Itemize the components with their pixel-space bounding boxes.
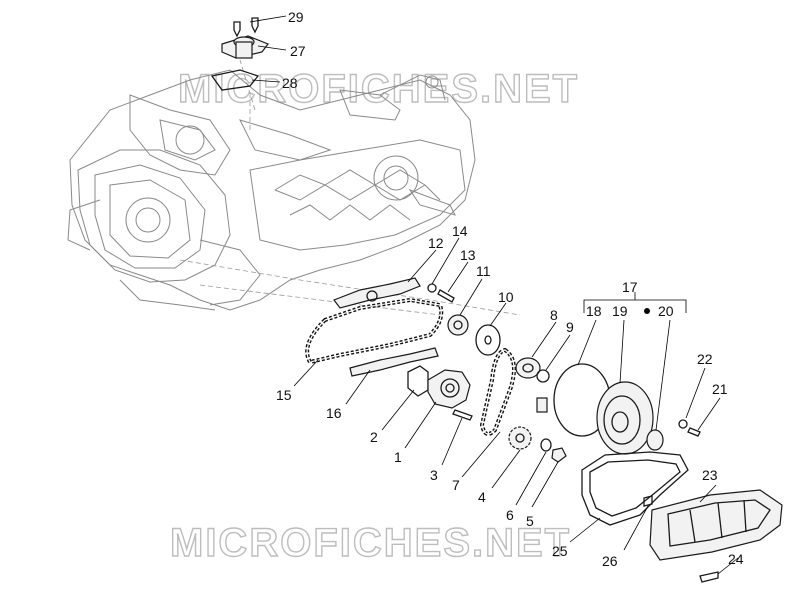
guide-pivot bbox=[366, 290, 378, 302]
part-number-27: 27 bbox=[290, 43, 306, 59]
part-number-8: 8 bbox=[550, 307, 558, 323]
part-number-7: 7 bbox=[452, 477, 460, 493]
watermark-bottom: MICROFICHES.NET bbox=[170, 521, 571, 565]
o-ring-9 bbox=[536, 369, 550, 383]
part-number-15: 15 bbox=[276, 387, 292, 403]
small-spacer bbox=[536, 397, 548, 413]
part-number-20: 20 bbox=[658, 303, 674, 319]
part-number-19: 19 bbox=[612, 303, 628, 319]
part-number-23: 23 bbox=[702, 467, 718, 483]
chain-guide-16 bbox=[349, 347, 439, 377]
part-number-labels: 29 27 28 12 14 13 11 10 8 9 17 18 19 20 … bbox=[276, 9, 744, 569]
part-number-10: 10 bbox=[498, 289, 514, 305]
washer-22 bbox=[678, 419, 688, 429]
part-number-26: 26 bbox=[602, 553, 618, 569]
part-number-9: 9 bbox=[566, 319, 574, 335]
part-number-12: 12 bbox=[428, 235, 444, 251]
marker-dot-19 bbox=[644, 308, 650, 314]
part-number-16: 16 bbox=[326, 405, 342, 421]
group-bracket-17 bbox=[583, 292, 687, 313]
part-number-25: 25 bbox=[552, 543, 568, 559]
engine-block-drawing bbox=[67, 59, 521, 316]
part-number-2: 2 bbox=[370, 429, 378, 445]
part-number-4: 4 bbox=[478, 489, 486, 505]
part-number-29: 29 bbox=[288, 9, 304, 25]
part-number-1: 1 bbox=[394, 449, 402, 465]
part-number-13: 13 bbox=[460, 247, 476, 263]
chain-guide-12 bbox=[333, 277, 421, 309]
leader-lines bbox=[249, 15, 739, 575]
part-number-6: 6 bbox=[506, 507, 514, 523]
gear-8 bbox=[515, 357, 541, 379]
screw-24 bbox=[699, 571, 719, 583]
seal-20 bbox=[646, 429, 664, 451]
part-number-17: 17 bbox=[622, 279, 638, 295]
part-number-14: 14 bbox=[452, 223, 468, 239]
part-number-22: 22 bbox=[697, 351, 713, 367]
pump-chain-7 bbox=[479, 347, 516, 436]
chain-15 bbox=[305, 297, 444, 365]
gasket-2 bbox=[407, 365, 429, 397]
gasket-25-inner bbox=[589, 459, 681, 517]
nut-5 bbox=[551, 447, 567, 463]
tensioner-cap-27 bbox=[221, 35, 269, 59]
part-number-3: 3 bbox=[430, 467, 438, 483]
part-number-18: 18 bbox=[586, 303, 602, 319]
part-number-11: 11 bbox=[476, 263, 491, 279]
screw-21 bbox=[687, 427, 701, 437]
part-number-28: 28 bbox=[282, 75, 298, 91]
sprocket-11 bbox=[447, 314, 469, 336]
oil-pump-1 bbox=[427, 369, 471, 409]
gasket-28 bbox=[210, 69, 260, 91]
sump-cover-23 bbox=[649, 489, 783, 561]
bolt-13 bbox=[437, 289, 455, 303]
bolt-3 bbox=[452, 409, 473, 421]
gasket-25 bbox=[581, 451, 689, 526]
part-number-21: 21 bbox=[712, 381, 728, 397]
washer-6 bbox=[540, 438, 552, 452]
sprocket-4 bbox=[508, 426, 532, 450]
plate-10 bbox=[475, 324, 501, 356]
screw-29 bbox=[233, 17, 259, 38]
watermark-top: MICROFICHES.NET bbox=[178, 67, 579, 111]
washer-14 bbox=[427, 283, 437, 293]
part-number-5: 5 bbox=[526, 513, 534, 529]
part-number-24: 24 bbox=[728, 551, 744, 567]
pump-cover-19 bbox=[596, 381, 654, 455]
pin-26 bbox=[643, 495, 653, 507]
